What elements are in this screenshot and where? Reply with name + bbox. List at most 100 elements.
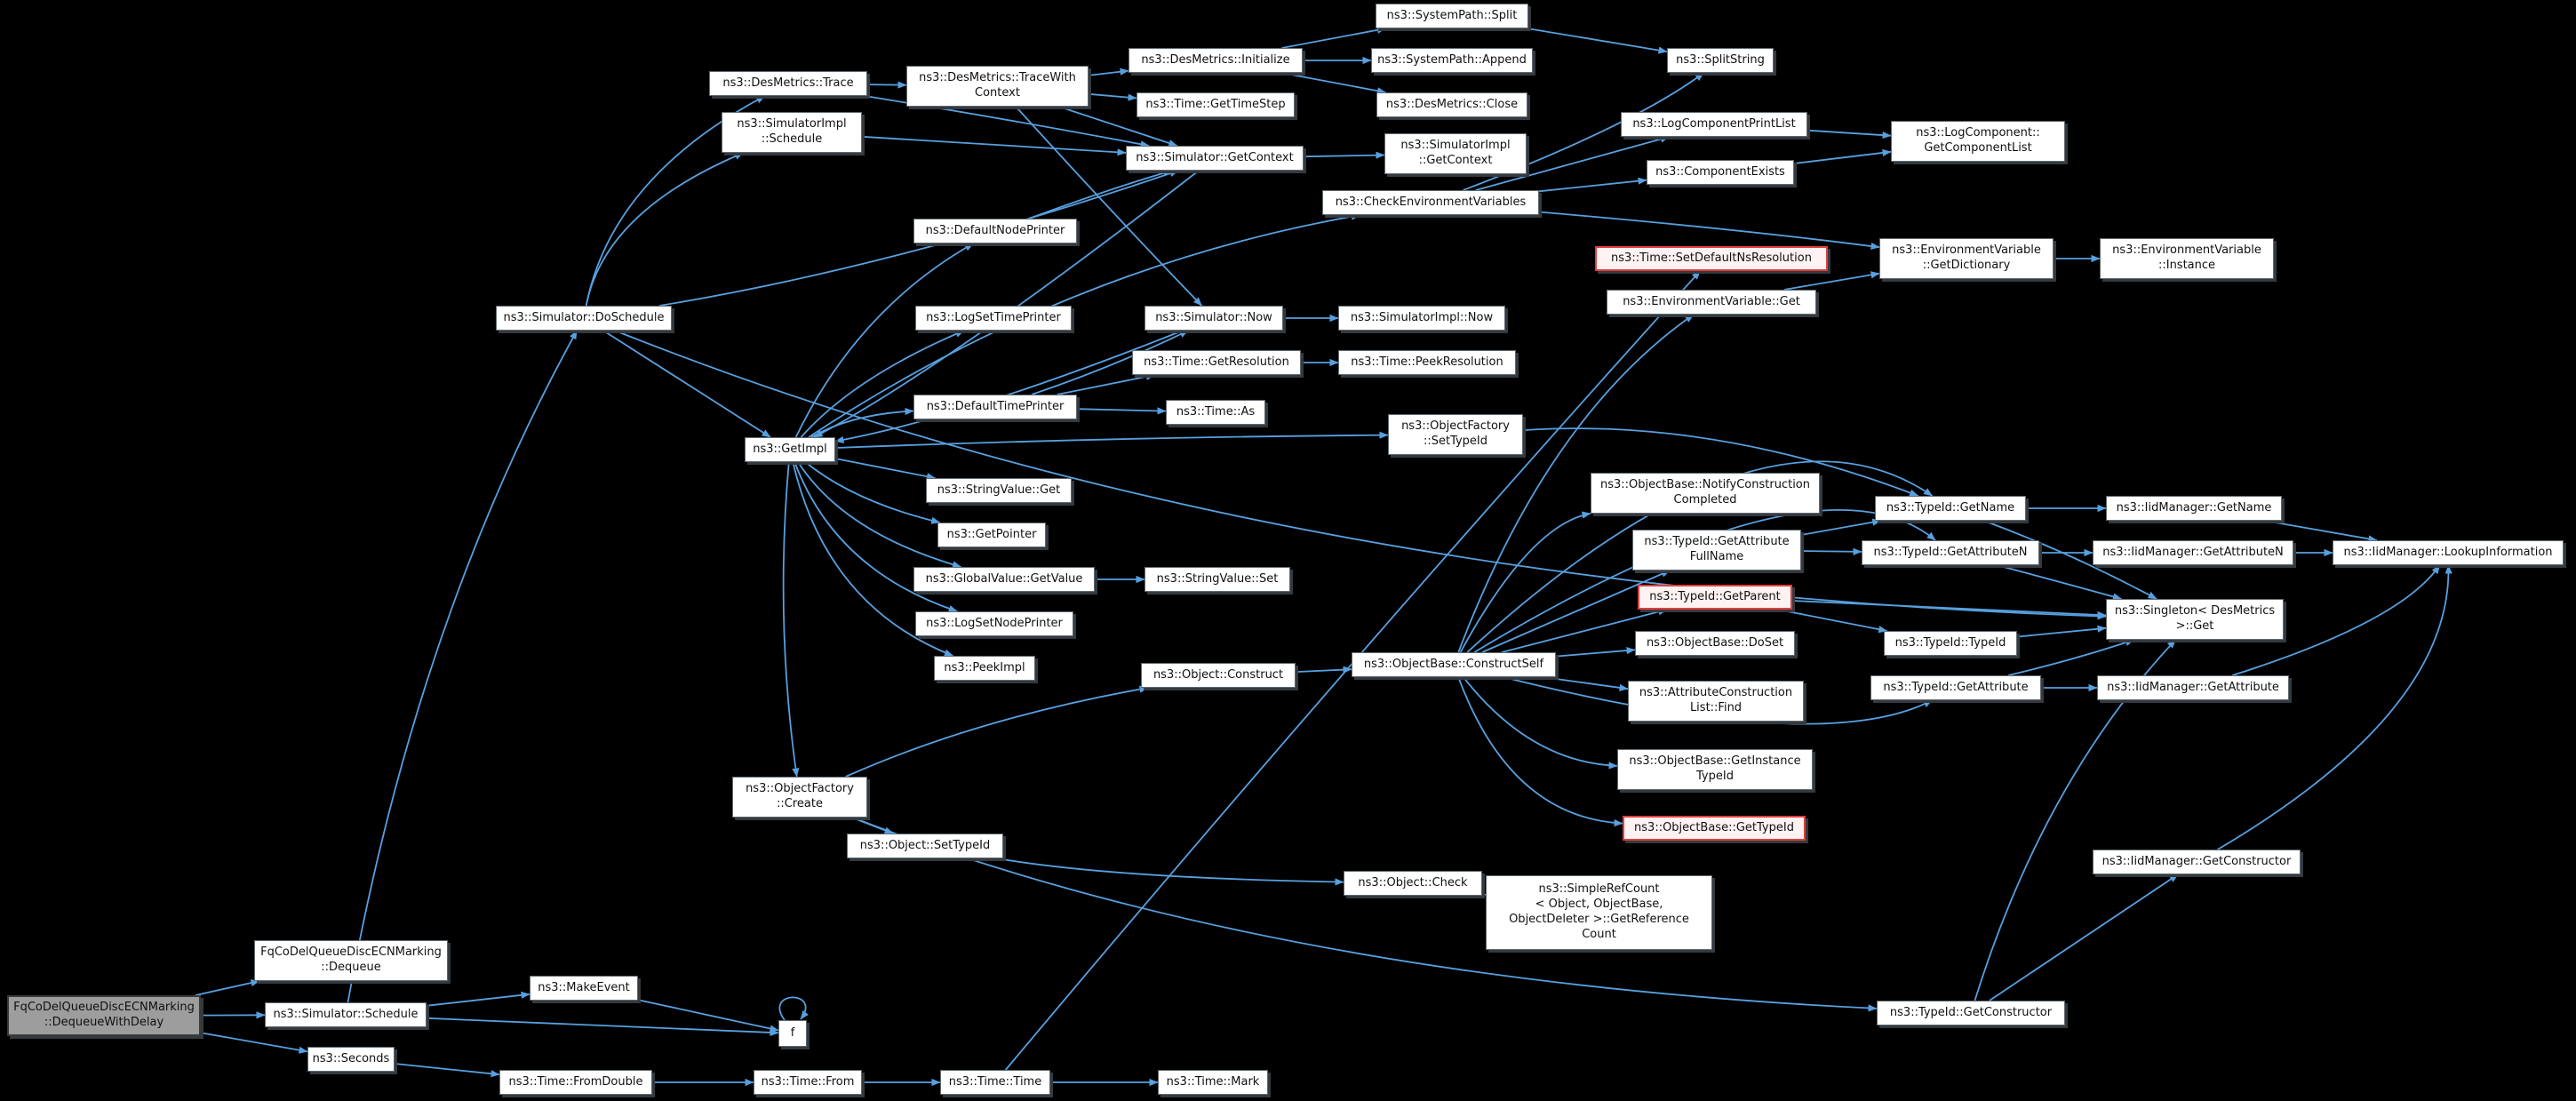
graph-node-fromdouble[interactable]: ns3::Time::FromDouble (499, 1070, 652, 1095)
edge-doschedule-getimpl (602, 330, 771, 438)
graph-node-getimpl[interactable]: ns3::GetImpl (745, 437, 835, 462)
graph-node-simimplschedule[interactable]: ns3::SimulatorImpl ::Schedule (722, 112, 862, 153)
edge-constructself-envget (1457, 314, 1695, 653)
graph-node-simimplgetcontext[interactable]: ns3::SimulatorImpl ::GetContext (1384, 133, 1527, 174)
graph-node-getattrfull[interactable]: ns3::TypeId::GetAttribute FullName (1632, 530, 1801, 570)
graph-node-main: FqCoDelQueueDiscECNMarking ::DequeueWith… (7, 995, 201, 1036)
edge-getimpl-checkenv (808, 212, 1360, 438)
graph-node-logsettime[interactable]: ns3::LogSetTimePrinter (915, 306, 1072, 331)
edge-defaulttime-getresolution (1057, 372, 1155, 395)
graph-node-syspathsplit[interactable]: ns3::SystemPath::Split (1376, 4, 1528, 28)
edge-getimpl-factorysettypeid (834, 431, 1389, 449)
graph-node-typeidgetconstructor[interactable]: ns3::TypeId::GetConstructor (1877, 1001, 2065, 1025)
graph-node-objconstruct[interactable]: ns3::Object::Construct (1141, 663, 1296, 688)
graph-node-factorycreate[interactable]: ns3::ObjectFactory ::Create (732, 777, 867, 818)
graph-node-iidgetconstructor[interactable]: ns3::IidManager::GetConstructor (2093, 850, 2301, 874)
graph-node-envinstance[interactable]: ns3::EnvironmentVariable ::Instance (2100, 238, 2274, 279)
graph-node-aclfind[interactable]: ns3::AttributeConstruction List::Find (1628, 681, 1804, 722)
graph-node-defaultnode[interactable]: ns3::DefaultNodePrinter (913, 219, 1077, 243)
graph-node-peekimpl[interactable]: ns3::PeekImpl (934, 656, 1035, 681)
edge-getattrfull-typeidgetattrN (1800, 547, 1862, 555)
graph-node-typeidgetattr[interactable]: ns3::TypeId::GetAttribute (1870, 675, 2041, 700)
edge-tracewith-getcontext (1058, 106, 1178, 147)
graph-node-initialize[interactable]: ns3::DesMetrics::Initialize (1128, 48, 1303, 73)
graph-node-simimplnow[interactable]: ns3::SimulatorImpl::Now (1338, 306, 1505, 331)
edge-constructself-getinstancetid (1463, 676, 1618, 770)
graph-node-gvgetvalue[interactable]: ns3::GlobalValue::GetValue (913, 567, 1095, 592)
graph-node-desclose[interactable]: ns3::DesMetrics::Close (1376, 92, 1527, 117)
graph-node-compexists[interactable]: ns3::ComponentExists (1647, 160, 1794, 185)
graph-node-defaulttime[interactable]: ns3::DefaultTimePrinter (913, 395, 1077, 419)
edge-factorysettypeid-typeidgetname (1522, 427, 1919, 497)
edge-getattrfull-typeidgetname (1800, 518, 1882, 536)
edge-trace-tracewith (866, 81, 907, 89)
graph-node-svset[interactable]: ns3::StringValue::Set (1144, 567, 1290, 592)
graph-node-getcontext[interactable]: ns3::Simulator::GetContext (1126, 146, 1304, 171)
graph-node-getinstancetid[interactable]: ns3::ObjectBase::GetInstance TypeId (1617, 749, 1813, 790)
graph-node-logcompprint[interactable]: ns3::LogComponentPrintList (1621, 112, 1807, 137)
graph-node-notifycc[interactable]: ns3::ObjectBase::NotifyConstruction Comp… (1591, 473, 1820, 514)
graph-node-typeidgetname[interactable]: ns3::TypeId::GetName (1875, 496, 2026, 521)
edge-defaulttime-timeas (1076, 407, 1167, 415)
graph-node-iidgetattrN[interactable]: ns3::IidManager::GetAttributeN (2093, 540, 2293, 565)
edge-f-f (778, 996, 809, 1021)
edge-seconds-fromdouble (394, 1063, 500, 1078)
graph-node-simnow[interactable]: ns3::Simulator::Now (1144, 306, 1283, 331)
graph-node-splitstring[interactable]: ns3::SplitString (1667, 48, 1774, 73)
edge-constructself-getparent (1501, 608, 1668, 653)
graph-node-doset[interactable]: ns3::ObjectBase::DoSet (1635, 631, 1795, 656)
graph-node-timetime[interactable]: ns3::Time::Time (940, 1070, 1050, 1095)
edge-getparent-singleton (1791, 600, 2107, 619)
graph-node-setdefaultns[interactable]: ns3::Time::SetDefaultNsResolution (1595, 246, 1828, 271)
graph-node-timeas[interactable]: ns3::Time::As (1166, 400, 1265, 425)
graph-node-lookupinfo[interactable]: ns3::IidManager::LookupInformation (2333, 540, 2564, 565)
graph-node-getpointer[interactable]: ns3::GetPointer (937, 523, 1046, 547)
graph-node-trace[interactable]: ns3::DesMetrics::Trace (709, 71, 867, 96)
graph-node-getcomplist[interactable]: ns3::LogComponent:: GetComponentList (1891, 121, 2065, 162)
graph-node-doschedule[interactable]: ns3::Simulator::DoSchedule (496, 306, 672, 331)
graph-node-getparent[interactable]: ns3::TypeId::GetParent (1638, 585, 1792, 610)
graph-node-checkenv[interactable]: ns3::CheckEnvironmentVariables (1322, 190, 1539, 215)
graph-node-simplerefcount[interactable]: ns3::SimpleRefCount < Object, ObjectBase… (1486, 875, 1712, 950)
graph-node-seconds[interactable]: ns3::Seconds (307, 1047, 395, 1072)
edge-getimpl-factorycreate (782, 461, 800, 778)
edge-constructself-notifycc (1459, 511, 1591, 653)
edge-constructself-getypeidred (1457, 676, 1623, 827)
graph-node-mark[interactable]: ns3::Time::Mark (1158, 1070, 1268, 1095)
edge-main-seconds (200, 1032, 308, 1054)
graph-node-schedule[interactable]: ns3::Simulator::Schedule (265, 1002, 427, 1027)
graph-node-iidgetname[interactable]: ns3::IidManager::GetName (2106, 496, 2282, 521)
edge-envget-getdict (1783, 271, 1880, 291)
graph-node-typeidgetattrN[interactable]: ns3::TypeId::GetAttributeN (1862, 540, 2039, 565)
graph-node-tracewith[interactable]: ns3::DesMetrics::TraceWith Context (906, 66, 1089, 107)
graph-node-constructself[interactable]: ns3::ObjectBase::ConstructSelf (1352, 652, 1556, 677)
graph-node-objsettypeid[interactable]: ns3::Object::SetTypeId (847, 834, 1003, 858)
graph-node-syspathappend[interactable]: ns3::SystemPath::Append (1371, 48, 1533, 73)
graph-node-peekresolution[interactable]: ns3::Time::PeekResolution (1338, 350, 1516, 375)
graph-node-typeidtypeid[interactable]: ns3::TypeId::TypeId (1884, 631, 2017, 656)
edge-getimpl-logsettime (800, 330, 965, 438)
edge-iidgetattr-lookupinfo (2232, 564, 2441, 676)
edge-simnow-getimpl (834, 330, 1184, 443)
graph-node-singleton[interactable]: ns3::Singleton< DesMetrics >::Get (2106, 599, 2284, 640)
graph-node-envget[interactable]: ns3::EnvironmentVariable::Get (1607, 290, 1816, 315)
graph-node-getypeidred[interactable]: ns3::ObjectBase::GetTypeId (1623, 816, 1806, 841)
edge-checkenv-compexists (1538, 177, 1647, 193)
edge-schedule-f (426, 1017, 779, 1037)
edge-getimpl-logsetnode (794, 461, 958, 612)
graph-node-iidgetattr[interactable]: ns3::IidManager::GetAttribute (2097, 675, 2289, 700)
graph-node-f[interactable]: f (778, 1020, 807, 1047)
graph-node-dequeue[interactable]: FqCoDelQueueDiscECNMarking ::Dequeue (254, 940, 448, 981)
edge-getcontext-simimplgetcontext (1303, 151, 1385, 159)
graph-node-gettimestep[interactable]: ns3::Time::GetTimeStep (1136, 92, 1295, 117)
graph-node-svget[interactable]: ns3::StringValue::Get (926, 478, 1072, 503)
graph-node-logsetnode[interactable]: ns3::LogSetNodePrinter (915, 611, 1073, 636)
graph-node-from[interactable]: ns3::Time::From (754, 1070, 862, 1095)
graph-node-getresolution[interactable]: ns3::Time::GetResolution (1132, 350, 1301, 375)
graph-node-objcheck[interactable]: ns3::Object::Check (1344, 871, 1482, 896)
edge-constructself-typeidgetattr (1503, 676, 1933, 725)
edge-schedule-makeevent (426, 991, 530, 1007)
graph-node-getdict[interactable]: ns3::EnvironmentVariable ::GetDictionary (1879, 238, 2054, 279)
graph-node-makeevent[interactable]: ns3::MakeEvent (530, 976, 638, 1001)
graph-node-factorysettypeid[interactable]: ns3::ObjectFactory ::SetTypeId (1388, 414, 1523, 455)
